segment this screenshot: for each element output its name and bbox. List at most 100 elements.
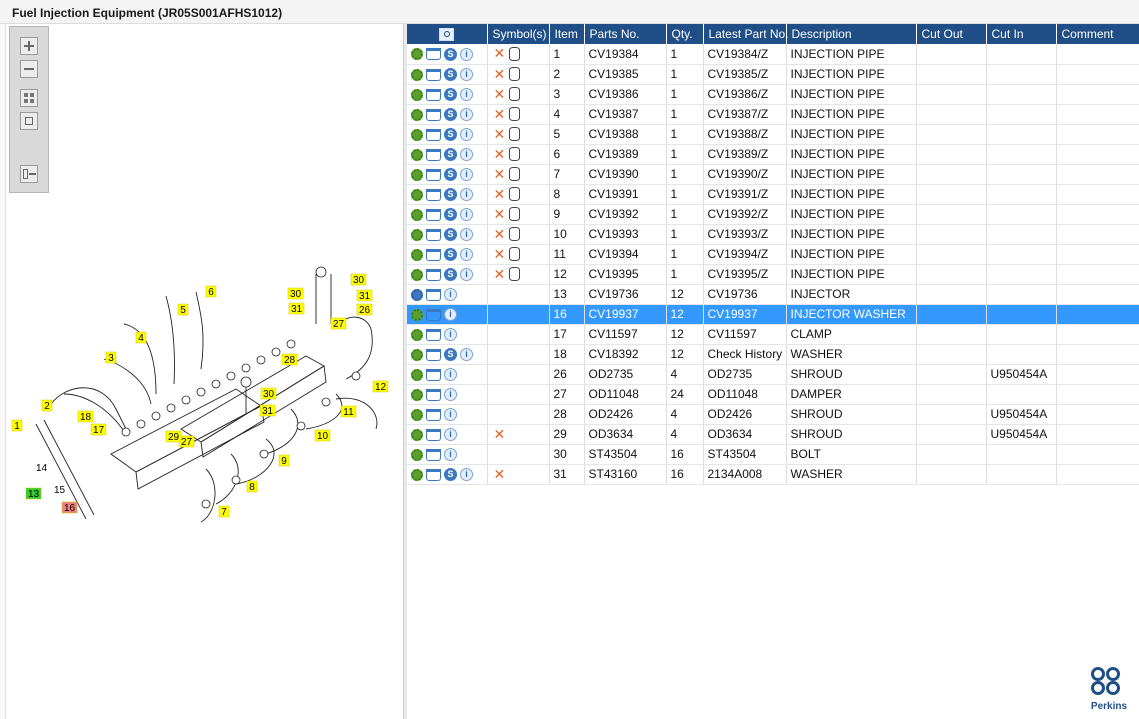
column-header-latest-part-no[interactable]: Latest Part No.	[703, 24, 789, 44]
gear-icon[interactable]	[411, 48, 423, 61]
callout-30[interactable]: 30	[287, 287, 304, 300]
callout-27[interactable]: 27	[330, 317, 347, 330]
gear-icon[interactable]	[411, 448, 423, 461]
cart-icon[interactable]	[426, 448, 441, 461]
column-header-qty[interactable]: Qty.	[666, 24, 704, 44]
s-icon[interactable]: S	[444, 228, 457, 242]
callout-2[interactable]: 2	[41, 399, 53, 412]
gear-icon[interactable]	[411, 428, 423, 441]
cart-icon[interactable]	[426, 428, 441, 441]
info-icon[interactable]: i	[460, 268, 473, 282]
s-icon[interactable]: S	[444, 268, 457, 282]
column-header-tools[interactable]	[407, 24, 488, 44]
gears-icon[interactable]	[411, 288, 423, 301]
column-header-cut-in[interactable]: Cut In	[986, 24, 1057, 44]
callout-7[interactable]: 7	[218, 505, 230, 518]
info-icon[interactable]: i	[460, 248, 473, 262]
callout-28[interactable]: 28	[281, 353, 298, 366]
gear-icon[interactable]	[411, 468, 423, 481]
gear-icon[interactable]	[411, 168, 423, 181]
gear-icon[interactable]	[411, 108, 423, 121]
cart-icon[interactable]	[426, 268, 441, 281]
column-header-parts-no[interactable]: Parts No.	[584, 24, 667, 44]
info-icon[interactable]: i	[460, 148, 473, 162]
column-header-item[interactable]: Item	[549, 24, 585, 44]
gear-icon[interactable]	[411, 228, 423, 241]
callout-31[interactable]: 31	[259, 404, 276, 417]
cart-icon[interactable]	[426, 368, 441, 381]
cart-icon[interactable]	[426, 328, 441, 341]
s-icon[interactable]: S	[444, 248, 457, 262]
zoom-out-button[interactable]	[20, 60, 38, 78]
s-icon[interactable]: S	[444, 168, 457, 182]
callout-31[interactable]: 31	[288, 302, 305, 315]
info-icon[interactable]: i	[460, 128, 473, 142]
info-icon[interactable]: i	[460, 68, 473, 82]
export-button[interactable]	[20, 165, 38, 183]
s-icon[interactable]: S	[444, 208, 457, 222]
image-search-icon[interactable]	[439, 28, 455, 42]
callout-18[interactable]: 18	[77, 410, 94, 423]
gear-icon[interactable]	[411, 188, 423, 201]
gear-icon[interactable]	[411, 388, 423, 401]
gear-icon[interactable]	[411, 268, 423, 281]
actual-size-button[interactable]	[20, 112, 38, 130]
callout-16[interactable]: 16	[61, 501, 78, 514]
cart-icon[interactable]	[426, 468, 441, 481]
column-header-symbols[interactable]: Symbol(s)	[487, 24, 550, 44]
s-icon[interactable]: S	[444, 348, 457, 362]
callout-8[interactable]: 8	[246, 480, 258, 493]
callout-26[interactable]: 26	[356, 303, 373, 316]
gear-icon[interactable]	[411, 208, 423, 221]
info-icon[interactable]: i	[444, 428, 457, 442]
callout-3[interactable]: 3	[105, 351, 117, 364]
cart-icon[interactable]	[426, 308, 441, 321]
cart-icon[interactable]	[426, 248, 441, 261]
s-icon[interactable]: S	[444, 68, 457, 82]
cart-icon[interactable]	[426, 48, 441, 61]
s-icon[interactable]: S	[444, 148, 457, 162]
info-icon[interactable]: i	[444, 308, 457, 322]
info-icon[interactable]: i	[444, 408, 457, 422]
info-icon[interactable]: i	[444, 368, 457, 382]
cart-icon[interactable]	[426, 288, 441, 301]
gear-icon[interactable]	[411, 368, 423, 381]
cart-icon[interactable]	[426, 228, 441, 241]
s-icon[interactable]: S	[444, 47, 457, 61]
gear-icon[interactable]	[411, 248, 423, 261]
s-icon[interactable]: S	[444, 468, 457, 482]
info-icon[interactable]: i	[444, 288, 457, 302]
panel-splitter[interactable]	[404, 24, 407, 719]
cart-icon[interactable]	[426, 188, 441, 201]
info-icon[interactable]: i	[444, 388, 457, 402]
info-icon[interactable]: i	[460, 47, 473, 61]
callout-31[interactable]: 31	[356, 289, 373, 302]
gear-icon[interactable]	[411, 348, 423, 361]
cart-icon[interactable]	[426, 388, 441, 401]
left-splitter-strip[interactable]	[0, 24, 6, 719]
exploded-view-drawing[interactable]: 1234567891011121314151617182627272829303…	[6, 24, 404, 719]
column-header-description[interactable]: Description	[786, 24, 917, 44]
cart-icon[interactable]	[426, 208, 441, 221]
info-icon[interactable]: i	[460, 228, 473, 242]
info-icon[interactable]: i	[460, 348, 473, 362]
s-icon[interactable]: S	[444, 108, 457, 122]
info-icon[interactable]: i	[460, 88, 473, 102]
